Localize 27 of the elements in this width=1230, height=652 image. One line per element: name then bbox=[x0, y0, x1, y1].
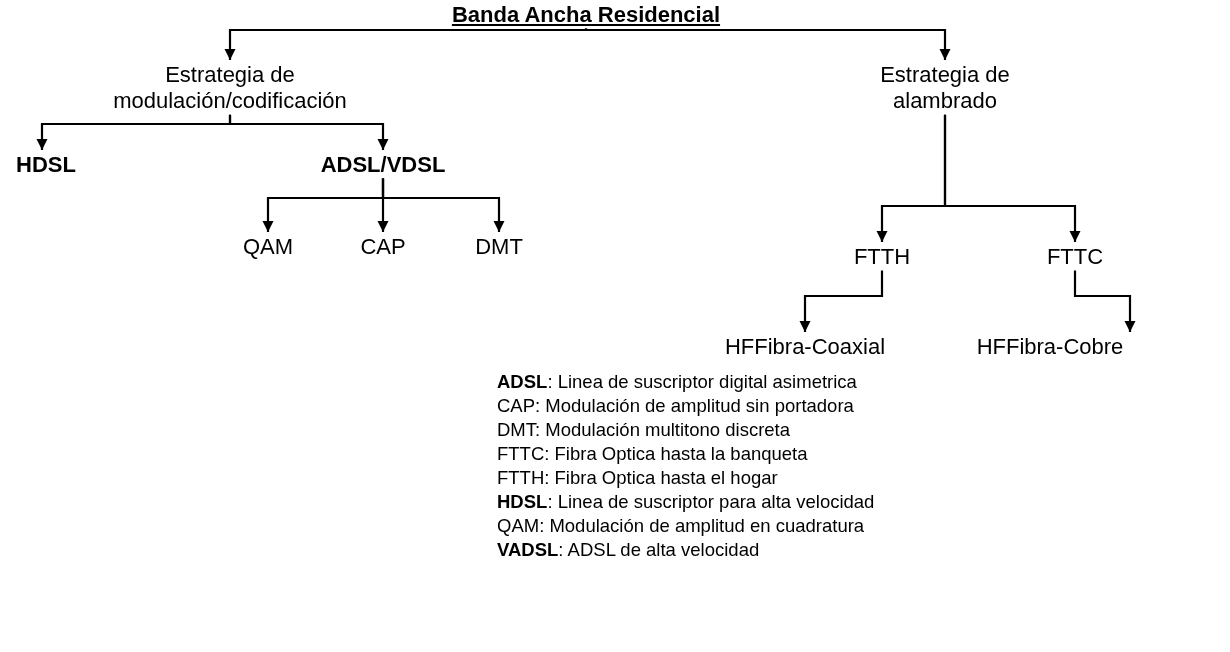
node-label: FTTH bbox=[842, 244, 922, 271]
node-label: HFFibra-Coaxial bbox=[700, 334, 910, 361]
arrow bbox=[224, 27, 588, 60]
legend-note: FTTC: Fibra Optica hasta la banqueta bbox=[497, 442, 809, 466]
node-label: HFFibra-Cobre bbox=[950, 334, 1150, 361]
arrow bbox=[228, 114, 389, 150]
node-label: QAM bbox=[228, 234, 308, 261]
legend-note: CAP: Modulación de amplitud sin portadora bbox=[497, 394, 855, 418]
node-label: CAP bbox=[343, 234, 423, 261]
arrow bbox=[1073, 270, 1136, 332]
title-text: Banda Ancha Residencial bbox=[436, 2, 736, 29]
node-label: Estrategia de modulación/codificación bbox=[100, 62, 360, 115]
node-label: ADSL/VDSL bbox=[303, 152, 463, 179]
legend-note: HDSL: Linea de suscriptor para alta velocidad bbox=[497, 490, 875, 514]
node-label: HDSL bbox=[1, 152, 91, 179]
legend-note: ADSL: Linea de suscriptor digital asimetrica bbox=[497, 370, 858, 394]
legend-note: DMT: Modulación multitono discreta bbox=[497, 418, 792, 442]
arrow bbox=[799, 270, 884, 332]
node-label: FTTC bbox=[1035, 244, 1115, 271]
node-label: Estrategia de alambrado bbox=[845, 62, 1045, 115]
legend-note: FTTH: Fibra Optica hasta el hogar bbox=[497, 466, 779, 490]
arrow bbox=[584, 27, 951, 60]
arrow bbox=[943, 114, 1081, 242]
legend-note: VADSL: ADSL de alta velocidad bbox=[497, 538, 761, 562]
arrow bbox=[381, 178, 505, 232]
legend-note: QAM: Modulación de amplitud en cuadratura bbox=[497, 514, 866, 538]
node-label: DMT bbox=[459, 234, 539, 261]
